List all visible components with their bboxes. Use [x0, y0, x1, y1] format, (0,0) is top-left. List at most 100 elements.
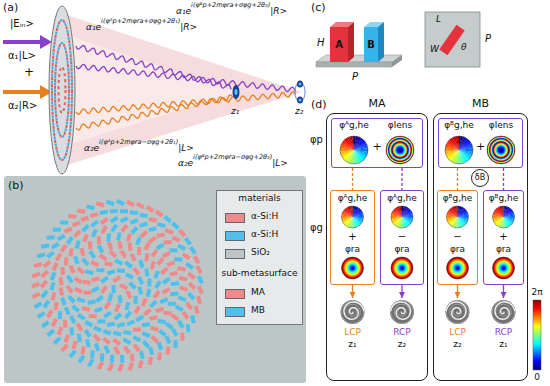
meta-atom: [114, 259, 123, 266]
node-text: φra: [345, 244, 360, 254]
meta-atom: [52, 262, 59, 271]
meta-atom: [99, 253, 108, 261]
phase-ring: [496, 145, 505, 154]
meta-atom: [40, 280, 48, 289]
phase-box: φᴬg,he+φra: [330, 190, 375, 285]
meta-atom: [73, 229, 81, 238]
meta-atom: [126, 319, 135, 326]
phase-ring: [393, 259, 411, 277]
meta-atom: [171, 314, 180, 322]
phase-ring: [500, 149, 503, 152]
phase-wedge: [459, 146, 473, 150]
meta-atom: [94, 306, 103, 313]
connector: [457, 168, 458, 190]
meta-atom: [91, 286, 100, 293]
node-text: B: [367, 39, 375, 51]
wave-line: [76, 64, 296, 91]
phase-wedge: [504, 216, 515, 218]
phase-wedge: [342, 217, 353, 221]
meta-atom: [53, 228, 61, 232]
phase-wedge: [392, 217, 402, 223]
phase-ring: [387, 137, 412, 162]
phase-ring: [499, 148, 503, 152]
legend-item: MB: [217, 306, 302, 318]
meta-atom: [146, 289, 152, 298]
connector: [401, 285, 402, 298]
spiral-ring: [391, 301, 414, 324]
meta-atom: [69, 248, 74, 256]
phase-ring: [392, 258, 411, 277]
phase-ring: [449, 260, 465, 276]
phase-wedge: [498, 207, 504, 217]
phase-ring: [395, 261, 408, 274]
phase-ring: [397, 263, 407, 273]
node-text: A: [335, 39, 343, 51]
meta-atom: [189, 246, 197, 255]
meta-atom: [77, 313, 86, 321]
phase-ring: [456, 267, 458, 269]
meta-atom: [93, 334, 101, 343]
phase-ring: [395, 145, 405, 155]
meta-atom: [130, 353, 135, 362]
phase-wedge: [402, 214, 413, 217]
figure-label: φg: [310, 222, 323, 234]
node-text: +: [499, 231, 507, 243]
node-text: φᴬg,he: [387, 193, 417, 203]
meta-atoms: [31, 199, 204, 372]
phase-ring: [452, 263, 463, 274]
phase-rings: [391, 257, 413, 279]
meta-atom: [89, 314, 97, 319]
focal-spot-core: [235, 89, 238, 95]
phase-ring: [398, 148, 402, 152]
meta-atom: [163, 311, 171, 316]
legend-swatch: [225, 249, 245, 259]
phase-ring: [498, 147, 505, 154]
node-text: φra: [450, 244, 465, 254]
phase-wedge: [352, 136, 354, 150]
meta-atom: [66, 236, 74, 245]
meta-atom: [159, 297, 168, 304]
connector: [401, 168, 402, 190]
meta-atom: [165, 228, 174, 234]
figure-label: P: [485, 33, 491, 45]
unit-cell-top: [425, 12, 480, 67]
figure-label: |L>: [272, 158, 288, 168]
phase-ring: [502, 267, 504, 269]
meta-atom: [196, 296, 202, 305]
meta-atom: [111, 285, 115, 293]
meta-atom: [57, 234, 66, 241]
meta-atom: [185, 301, 193, 310]
phase-ring: [399, 149, 402, 152]
meta-atom: [51, 318, 58, 327]
phase-wedge: [504, 213, 515, 217]
legend-text: SiO₂: [251, 247, 270, 257]
node-text: δB: [475, 173, 485, 182]
figure-label: |R>: [270, 6, 287, 16]
phase-ring: [350, 265, 356, 271]
figure-label: z₁: [231, 106, 239, 116]
phase-ring: [397, 263, 408, 274]
meta-atom: [138, 360, 144, 369]
phase-wedge: [348, 206, 352, 217]
phase-ring: [399, 265, 406, 272]
meta-atom: [184, 237, 192, 246]
legend-item: α-Si:H: [217, 212, 302, 224]
focus-output: RCPz₁: [483, 298, 524, 354]
meta-atom: [71, 304, 80, 312]
phase-ring: [350, 265, 355, 270]
phase-ring: [393, 143, 408, 158]
node-text: LCP: [449, 327, 466, 337]
metasurface-ring: [52, 20, 72, 160]
phase-wedge: [402, 217, 406, 228]
phase-rings: [493, 257, 515, 279]
meta-atom: [87, 299, 96, 305]
meta-atom: [177, 320, 185, 329]
meta-atom: [178, 229, 186, 238]
legend-item: MA: [217, 288, 302, 300]
phase-ring: [498, 263, 509, 274]
meta-atom: [149, 300, 157, 309]
meta-atom: [178, 295, 187, 302]
phase-wedge: [353, 212, 363, 218]
